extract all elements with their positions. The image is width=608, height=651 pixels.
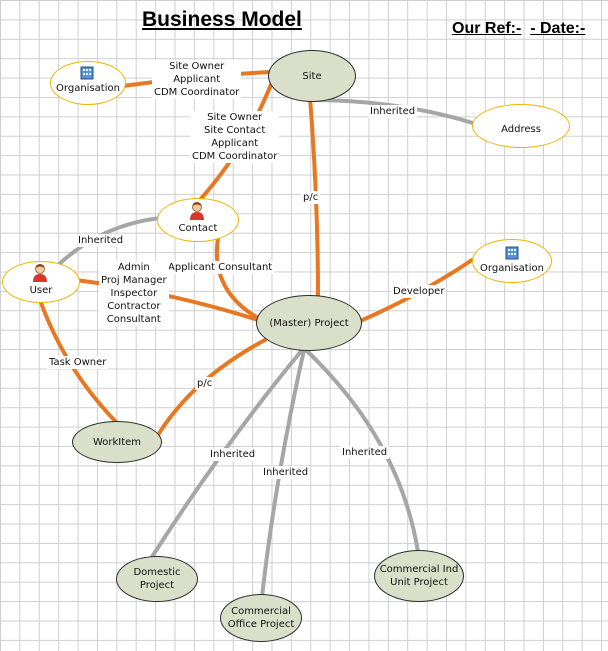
organisation-node-top[interactable]: Organisation (50, 61, 126, 105)
edge-label-contact-user: Inherited (76, 234, 126, 247)
building-icon (505, 246, 519, 260)
commercial-ind-unit-project-node[interactable]: Commercial Ind Unit Project (374, 550, 464, 602)
workitem-node[interactable]: WorkItem (72, 421, 162, 463)
edge-label-site-project: p/c (301, 191, 321, 204)
person-icon (190, 202, 204, 220)
workitem-node-label: WorkItem (92, 436, 142, 448)
edge-label-project-workitem: p/c (195, 377, 215, 390)
user-node-label: User (29, 284, 53, 296)
edge-label-organisation-site: Site Owner Applicant CDM Coordinator (152, 60, 242, 99)
edge-label-contact-project: Applicant Consultant (166, 261, 275, 274)
organisation-node-right-label: Organisation (480, 262, 544, 274)
edge-label-project-domestic: Inherited (208, 448, 258, 461)
edge-contact-project (214, 236, 260, 320)
contact-node-label: Contact (178, 222, 218, 234)
domestic-project-node-label: Domestic Project (133, 567, 181, 591)
page-title: Business Model (142, 8, 302, 31)
domestic-project-node[interactable]: Domestic Project (116, 556, 198, 602)
date-label: - Date:- (530, 20, 586, 37)
edge-project-workitem (153, 338, 267, 442)
edge-project-ind (304, 348, 420, 554)
commercial-ind-unit-project-node-label: Commercial Ind Unit Project (379, 564, 459, 588)
organisation-node-top-label: Organisation (56, 82, 120, 94)
edge-label-project-ind: Inherited (340, 446, 390, 459)
person-icon (33, 264, 47, 282)
organisation-node-right[interactable]: Organisation (472, 239, 552, 283)
edge-label-site-address: Inherited (368, 105, 418, 118)
address-node[interactable]: Address (472, 104, 570, 148)
edge-label-project-office: Inherited (261, 466, 311, 479)
edge-label-user-project: Admin Proj Manager Inspector Contractor … (99, 261, 169, 326)
edge-label-organisation-project: Developer (391, 285, 447, 298)
site-node[interactable]: Site (268, 50, 356, 102)
reference-date-header: Our Ref:- - Date:- (452, 20, 585, 38)
commercial-office-project-node[interactable]: Commercial Office Project (220, 594, 302, 642)
address-node-label: Address (501, 123, 541, 135)
site-node-label: Site (302, 70, 322, 82)
edge-contact-user (54, 216, 162, 269)
commercial-office-project-node-label: Commercial Office Project (227, 606, 295, 630)
master-project-node-label: (Master) Project (269, 317, 349, 329)
building-icon (80, 66, 94, 80)
reference-label: Our Ref:- (452, 20, 522, 37)
edge-label-user-workitem: Task Owner (47, 356, 109, 369)
edge-label-contact-site: Site Owner Site Contact Applicant CDM Co… (190, 111, 280, 163)
master-project-node[interactable]: (Master) Project (256, 295, 362, 351)
